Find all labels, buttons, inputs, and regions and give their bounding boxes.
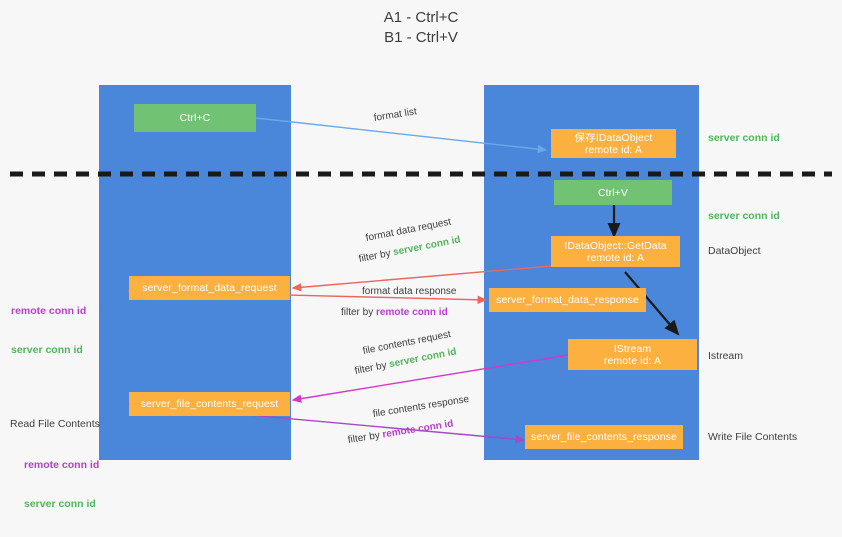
- node-idataobject-getdata[interactable]: IDataObject::GetData remote id: A: [551, 236, 680, 267]
- diagram-canvas: A1 - Ctrl+C B1 - Ctrl+V A1 remote B1 con…: [10, 9, 832, 510]
- node-server-format-data-request-line1: server_format_data_request: [142, 282, 277, 294]
- node-save-idataobject-line2: remote id: A: [584, 143, 643, 156]
- edge-label-format-list: format list: [373, 106, 418, 124]
- node-ctrl-v-line1: Ctrl+V: [597, 186, 629, 199]
- node-ctrl-c-line1: Ctrl+C: [179, 112, 211, 124]
- node-idataobject-getdata-line2: remote id: A: [586, 251, 645, 264]
- left-label-read-file-contents: Read File Contents: [10, 418, 100, 430]
- node-idataobject-getdata-line1: IDataObject::GetData: [564, 239, 667, 252]
- right-label-server-conn-id-2: server conn id: [708, 210, 780, 222]
- node-save-idataobject[interactable]: 保存IDataObject remote id: A: [551, 129, 676, 158]
- node-server-format-data-response-line1: server_format_data_response: [496, 294, 639, 306]
- node-server-file-contents-request[interactable]: server_file_contents_request: [129, 392, 290, 416]
- edge-label-file-contents-response: file contents response: [372, 393, 470, 420]
- node-istream[interactable]: IStream remote id: A: [568, 339, 697, 370]
- edge-filter-file-contents-response: filter by remote conn id: [347, 417, 455, 448]
- right-label-istream: Istream: [708, 350, 744, 362]
- node-server-file-contents-response-line1: server_file_contents_response: [531, 431, 677, 443]
- node-server-format-data-request[interactable]: server_format_data_request: [129, 276, 290, 300]
- filter-target-remote-conn-id-1: remote conn id: [376, 307, 448, 318]
- right-label-server-conn-id-1: server conn id: [708, 132, 780, 144]
- left-label-2-remote-conn-id: remote conn id: [24, 459, 100, 471]
- left-label-1-server-conn-id: server conn id: [11, 344, 83, 356]
- node-ctrl-v[interactable]: Ctrl+V: [554, 180, 672, 205]
- node-server-file-contents-response[interactable]: server_file_contents_response: [525, 425, 683, 449]
- right-label-write-file-contents: Write File Contents: [708, 431, 798, 443]
- edge-label-format-data-response: format data response: [362, 286, 457, 297]
- edge-filter-format-data-response: filter by remote conn id: [341, 306, 448, 320]
- node-istream-line2: remote id: A: [603, 354, 662, 367]
- node-server-file-contents-request-line1: server_file_contents_request: [140, 398, 279, 410]
- right-label-dataobject: DataObject: [708, 245, 761, 257]
- left-label-1-remote-conn-id: remote conn id: [11, 305, 87, 317]
- page-title: A1 - Ctrl+C B1 - Ctrl+V: [383, 9, 459, 46]
- node-ctrl-c[interactable]: Ctrl+C: [134, 104, 256, 132]
- filter-prefix-3: filter by: [353, 359, 391, 377]
- left-label-conn-ids-1: remote conn id server conn id: [11, 279, 86, 383]
- filter-prefix-1: filter by: [357, 247, 395, 265]
- node-istream-line1: IStream: [613, 342, 652, 355]
- left-label-conn-ids-2: Read File Contents remote conn id server…: [10, 392, 100, 537]
- filter-prefix-4: filter by: [347, 429, 384, 446]
- node-save-idataobject-line1: 保存IDataObject: [574, 131, 653, 144]
- left-label-2-server-conn-id: server conn id: [24, 498, 96, 510]
- node-server-format-data-response[interactable]: server_format_data_response: [489, 288, 646, 312]
- filter-target-remote-conn-id-2: remote conn id: [381, 418, 455, 441]
- filter-prefix-2: filter by: [341, 307, 377, 318]
